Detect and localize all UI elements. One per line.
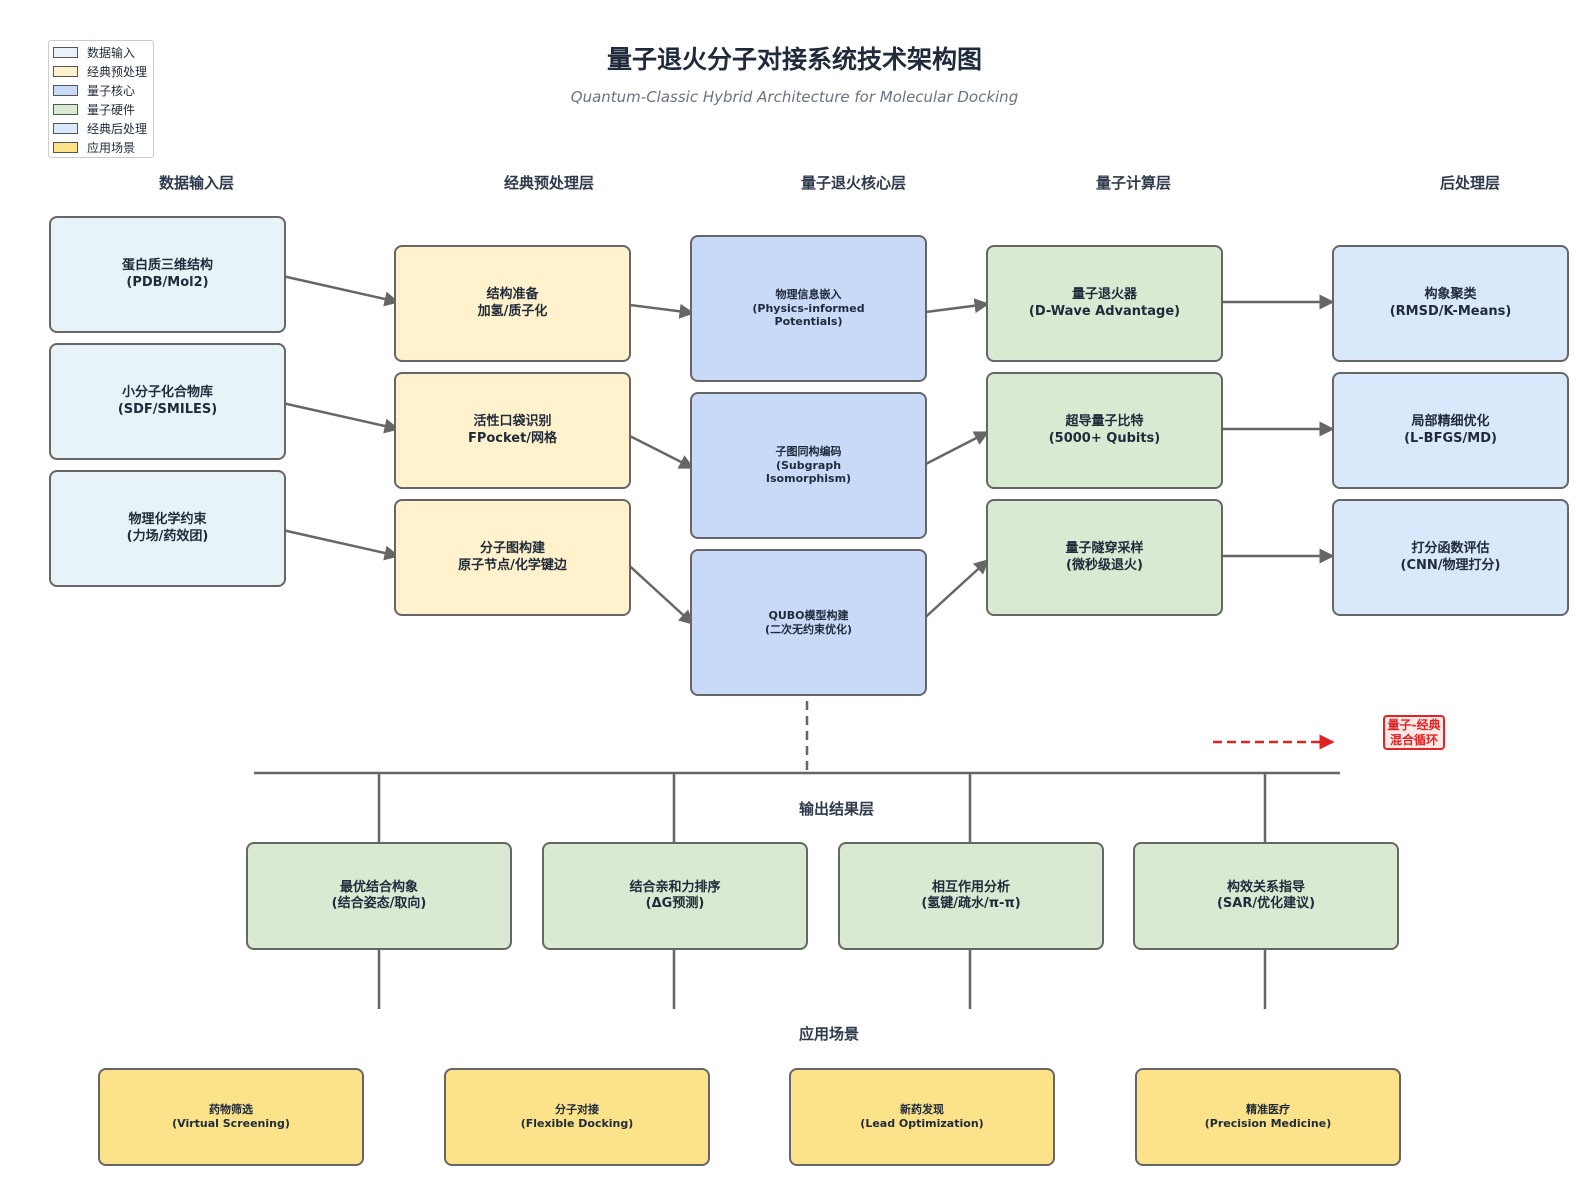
- input-box-ligand-library: 小分子化合物库(SDF/SMILES): [49, 343, 286, 460]
- post-box-clustering: 构象聚类(RMSD/K-Means): [1332, 245, 1569, 362]
- app-box-precision-medicine: 精准医疗(Precision Medicine): [1135, 1068, 1401, 1166]
- legend-item: 经典预处理: [53, 62, 149, 81]
- legend: 数据输入 经典预处理 量子核心 量子硬件 经典后处理 应用场景: [48, 40, 154, 158]
- legend-swatch: [53, 104, 78, 115]
- arrow-pre2-core2: [621, 430, 695, 470]
- arrow-core1-hw1: [917, 298, 990, 315]
- legend-item: 经典后处理: [53, 119, 149, 138]
- arrow-pre1-core1: [621, 302, 695, 319]
- legend-swatch: [53, 123, 78, 134]
- arrow-input3-pre3: [277, 527, 400, 561]
- app-box-flexible-docking: 分子对接(Flexible Docking): [444, 1068, 710, 1166]
- legend-item: 应用场景: [53, 138, 149, 157]
- legend-swatch: [53, 142, 78, 153]
- hw-box-superconducting-qubits: 超导量子比特(5000+ Qubits): [986, 372, 1223, 489]
- hybrid-loop-badge: 量子-经典 混合循环: [1383, 715, 1445, 750]
- preprocess-box-structure-prep: 结构准备加氢/质子化: [394, 245, 631, 362]
- input-box-constraints: 物理化学约束(力场/药效团): [49, 470, 286, 587]
- layer-title-preprocess: 经典预处理层: [504, 174, 595, 192]
- layer-title-compute: 量子计算层: [1096, 174, 1172, 192]
- output-box-sar-guidance: 构效关系指导(SAR/优化建议): [1133, 842, 1399, 950]
- app-box-virtual-screening: 药物筛选(Virtual Screening): [98, 1068, 364, 1166]
- layer-title-post: 后处理层: [1440, 174, 1501, 192]
- arrow-input1-pre1: [277, 273, 400, 307]
- arrow-input2-pre2: [277, 400, 400, 434]
- layer-title-core: 量子退火核心层: [801, 174, 907, 192]
- legend-swatch: [53, 85, 78, 96]
- post-box-local-refinement: 局部精细优化(L-BFGS/MD): [1332, 372, 1569, 489]
- arrow-pre3-core3: [621, 558, 695, 626]
- hw-box-quantum-annealer: 量子退火器(D-Wave Advantage): [986, 245, 1223, 362]
- diagram-subtitle: Quantum-Classic Hybrid Architecture for …: [570, 88, 1019, 106]
- preprocess-box-graph-construction: 分子图构建原子节点/化学键边: [394, 499, 631, 616]
- output-box-affinity-ranking: 结合亲和力排序(ΔG预测): [542, 842, 808, 950]
- hw-box-tunneling-sampling: 量子隧穿采样(微秒级退火): [986, 499, 1223, 616]
- legend-item: 量子硬件: [53, 100, 149, 119]
- output-box-best-pose: 最优结合构象(结合姿态/取向): [246, 842, 512, 950]
- legend-swatch: [53, 47, 78, 58]
- output-box-interaction-analysis: 相互作用分析(氢键/疏水/π-π): [838, 842, 1104, 950]
- legend-item: 量子核心: [53, 81, 149, 100]
- legend-swatch: [53, 66, 78, 77]
- diagram-title: 量子退火分子对接系统技术架构图: [606, 45, 982, 74]
- layer-title-output: 输出结果层: [799, 800, 875, 818]
- layer-title-input: 数据输入层: [159, 174, 235, 192]
- post-box-scoring: 打分函数评估(CNN/物理打分): [1332, 499, 1569, 616]
- arrow-core3-hw3: [917, 558, 990, 625]
- input-box-protein: 蛋白质三维结构(PDB/Mol2): [49, 216, 286, 333]
- layer-title-apps: 应用场景: [799, 1025, 860, 1043]
- legend-item: 数据输入: [53, 43, 149, 62]
- core-box-qubo-model: QUBO模型构建(二次无约束优化): [690, 549, 927, 696]
- app-box-lead-optimization: 新药发现(Lead Optimization): [789, 1068, 1055, 1166]
- arrow-core2-hw2: [917, 430, 990, 470]
